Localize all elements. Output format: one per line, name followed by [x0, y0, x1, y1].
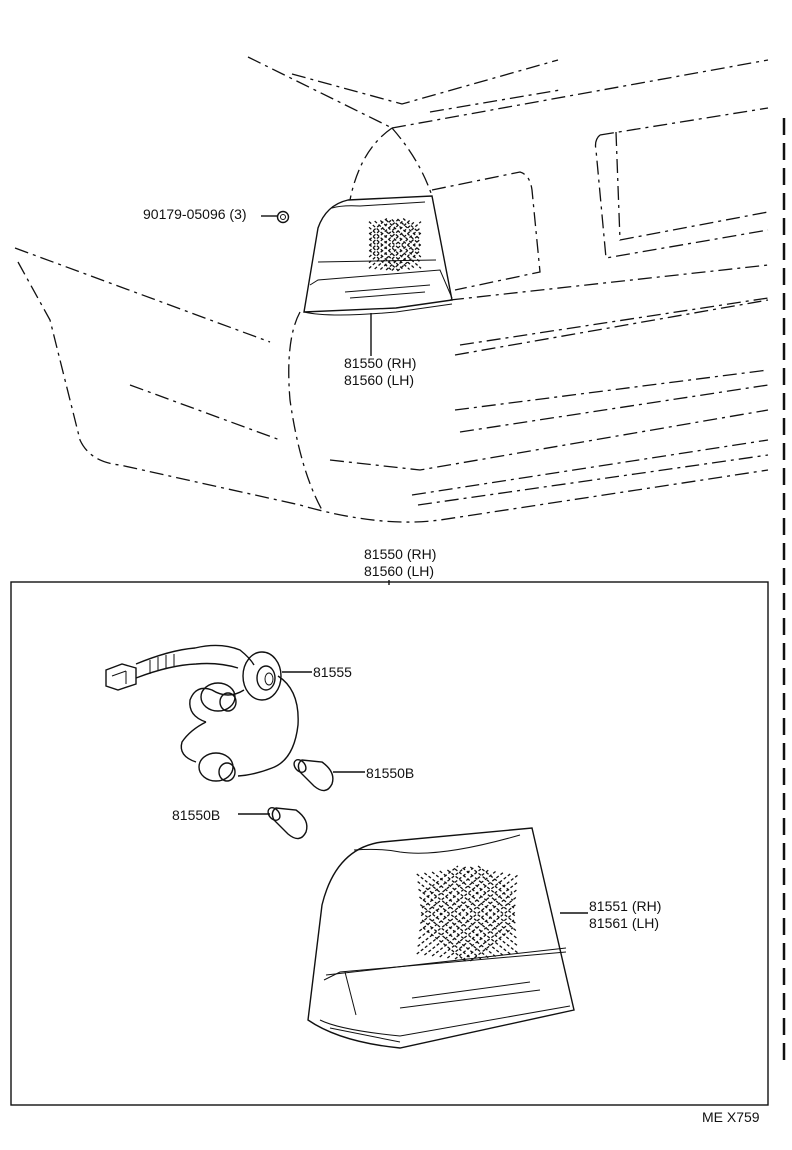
- nut-icon: [276, 210, 290, 224]
- lens-rh-part-label: 81551 (RH): [589, 898, 661, 914]
- tail-lamp-lens: [307, 827, 575, 1049]
- assembly-lh-part-label: 81560 (LH): [364, 563, 434, 579]
- diagram-code: ME X759: [702, 1109, 760, 1125]
- socket-part-label: 81555: [313, 664, 352, 680]
- nut-part-label: 90179-05096 (3): [143, 206, 247, 222]
- lamp-rh-part-label: 81550 (RH): [344, 355, 416, 371]
- socket-and-wire-assembly: [105, 644, 299, 782]
- lens-lh-part-label: 81561 (LH): [589, 915, 659, 931]
- bulb-left-part-label: 81550B: [172, 807, 220, 823]
- vehicle-rear-outline: [14, 56, 769, 523]
- exploded-view-frame: [10, 581, 769, 1106]
- assembly-rh-part-label: 81550 (RH): [364, 546, 436, 562]
- lamp-lh-part-label: 81560 (LH): [344, 372, 414, 388]
- tail-lamp-on-vehicle: [303, 195, 453, 316]
- bulb-right-part-label: 81550B: [366, 765, 414, 781]
- bulb-icon-right: [293, 759, 334, 792]
- bulb-icon-left: [267, 807, 308, 840]
